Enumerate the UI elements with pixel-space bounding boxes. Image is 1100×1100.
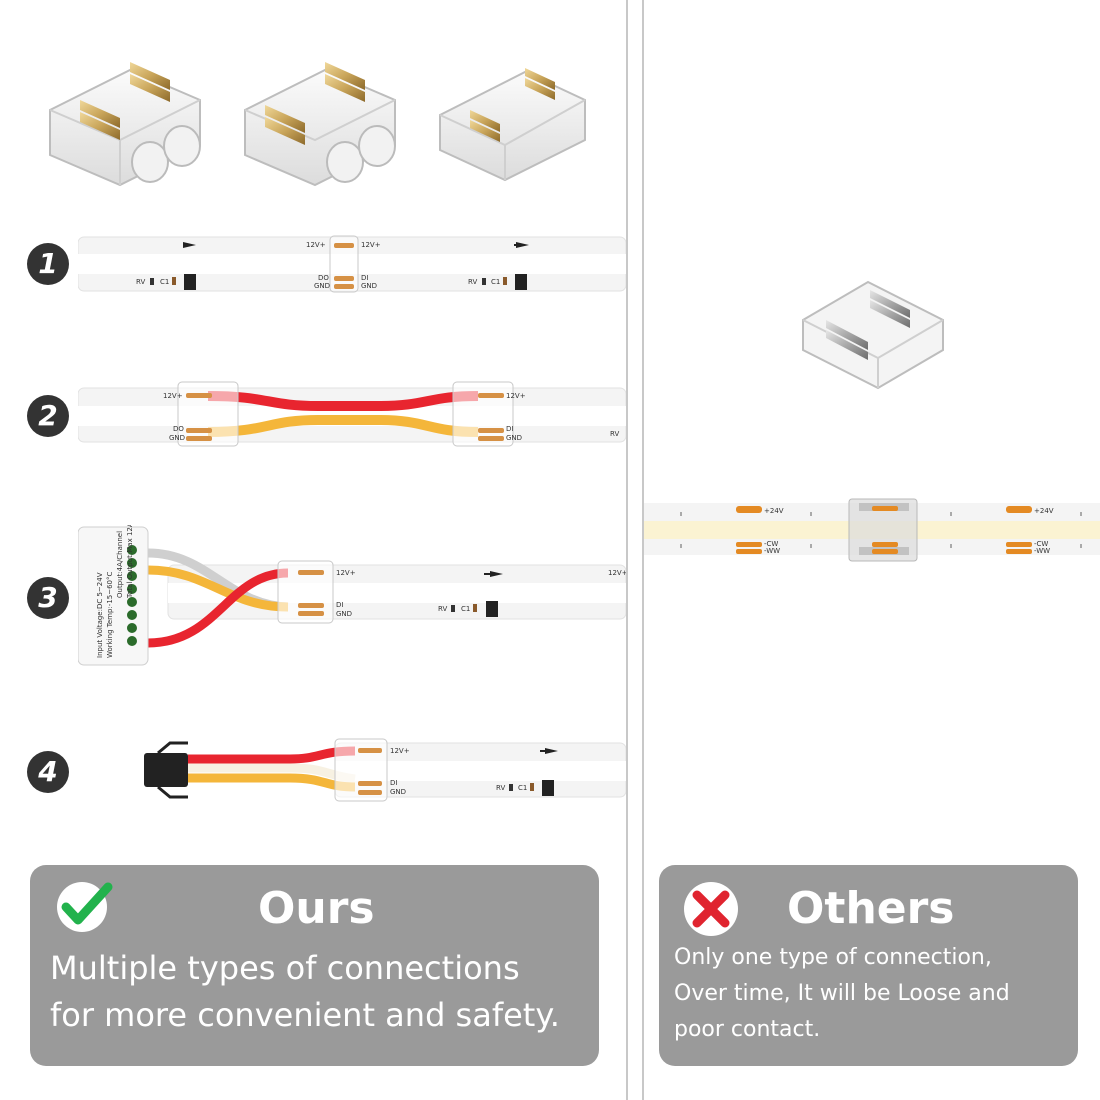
connector-a-image bbox=[49, 62, 201, 187]
arrow-icon bbox=[545, 748, 558, 754]
ours-panel: Ours Multiple types of connections for m… bbox=[30, 865, 599, 1066]
label-gnd-right: GND bbox=[361, 282, 377, 290]
label-12v: 12V+ bbox=[506, 392, 526, 400]
ours-description-line-1: Multiple types of connections bbox=[50, 949, 520, 987]
label-di: DI bbox=[390, 779, 397, 787]
others-description-line-3: poor contact. bbox=[674, 1017, 821, 1042]
step-1-badge: 1 bbox=[27, 243, 69, 285]
label-cw: -CW bbox=[1034, 540, 1048, 548]
arrow-icon bbox=[183, 242, 196, 248]
ours-title: Ours bbox=[258, 883, 375, 934]
step-3-badge: 3 bbox=[27, 577, 69, 619]
label-gnd: GND bbox=[336, 610, 352, 618]
others-connector-image bbox=[802, 280, 944, 390]
controller-output: Output:4A/Channel bbox=[116, 531, 124, 598]
label-do: DO bbox=[173, 425, 184, 433]
label-12v-right: 12V+ bbox=[361, 241, 381, 249]
left-divider bbox=[626, 0, 628, 1100]
label-c1: C1 bbox=[491, 278, 500, 286]
label-ww: -WW bbox=[764, 547, 780, 555]
label-12v: 12V+ bbox=[608, 569, 626, 577]
label-do: DO bbox=[318, 274, 329, 282]
step-4-badge: 4 bbox=[27, 751, 69, 793]
connector-product-images bbox=[49, 62, 586, 187]
label-ww: -WW bbox=[1034, 547, 1050, 555]
controller-total-output: Total Output:Max 12A bbox=[126, 525, 134, 599]
others-title: Others bbox=[787, 883, 955, 934]
others-description-line-1: Only one type of connection, bbox=[674, 945, 992, 970]
label-di: DI bbox=[506, 425, 513, 433]
label-c1: C1 bbox=[461, 605, 470, 613]
arrow-icon bbox=[490, 571, 503, 577]
cross-icon bbox=[684, 882, 738, 936]
label-di: DI bbox=[336, 601, 343, 609]
label-rv: RV bbox=[496, 784, 505, 792]
others-panel: Others Only one type of connection, Over… bbox=[659, 865, 1078, 1066]
label-rv: RV bbox=[438, 605, 447, 613]
label-c1: C1 bbox=[518, 784, 527, 792]
label-gnd: GND bbox=[169, 434, 185, 442]
label-12v: 12V+ bbox=[163, 392, 183, 400]
label-24v: +24V bbox=[1034, 507, 1054, 515]
label-12v: 12V+ bbox=[336, 569, 356, 577]
label-gnd-left: GND bbox=[314, 282, 330, 290]
ours-description-line-2: for more convenient and safety. bbox=[50, 996, 560, 1034]
label-12v-left: 12V+ bbox=[306, 241, 326, 249]
label-rv: RV bbox=[468, 278, 477, 286]
others-strip-diagram: +24V -CW -WW +24V -CW -WW bbox=[644, 498, 1100, 562]
label-rv: RV bbox=[136, 278, 145, 286]
controller-working-temp: Working Temp:-15~60°C bbox=[106, 572, 114, 658]
label-12v: 12V+ bbox=[390, 747, 410, 755]
others-description-line-2: Over time, It will be Loose and bbox=[674, 981, 1010, 1006]
label-cw: -CW bbox=[764, 540, 778, 548]
arrow-icon bbox=[516, 242, 529, 248]
connector-b-image bbox=[244, 62, 396, 187]
label-rv: RV bbox=[610, 430, 619, 438]
step-1-diagram: 12V+ 12V+ DO GND DI GND RV C1 RV C1 bbox=[78, 235, 626, 293]
controller-input-voltage: Input Voltage:DC 5~24V bbox=[96, 572, 104, 658]
label-gnd: GND bbox=[390, 788, 406, 796]
label-gnd: GND bbox=[506, 434, 522, 442]
label-24v: +24V bbox=[764, 507, 784, 515]
step-3-diagram: Input Voltage:DC 5~24V Working Temp:-15~… bbox=[78, 525, 626, 666]
label-c1: C1 bbox=[160, 278, 169, 286]
step-2-diagram: 12V+ DO GND 12V+ DI GND RV bbox=[78, 381, 626, 447]
check-icon bbox=[57, 882, 113, 932]
right-divider bbox=[642, 0, 644, 1100]
step-2-badge: 2 bbox=[27, 395, 69, 437]
label-di: DI bbox=[361, 274, 368, 282]
step-4-diagram: 12V+ DI GND RV C1 bbox=[144, 738, 626, 802]
connector-c-image bbox=[439, 68, 586, 182]
